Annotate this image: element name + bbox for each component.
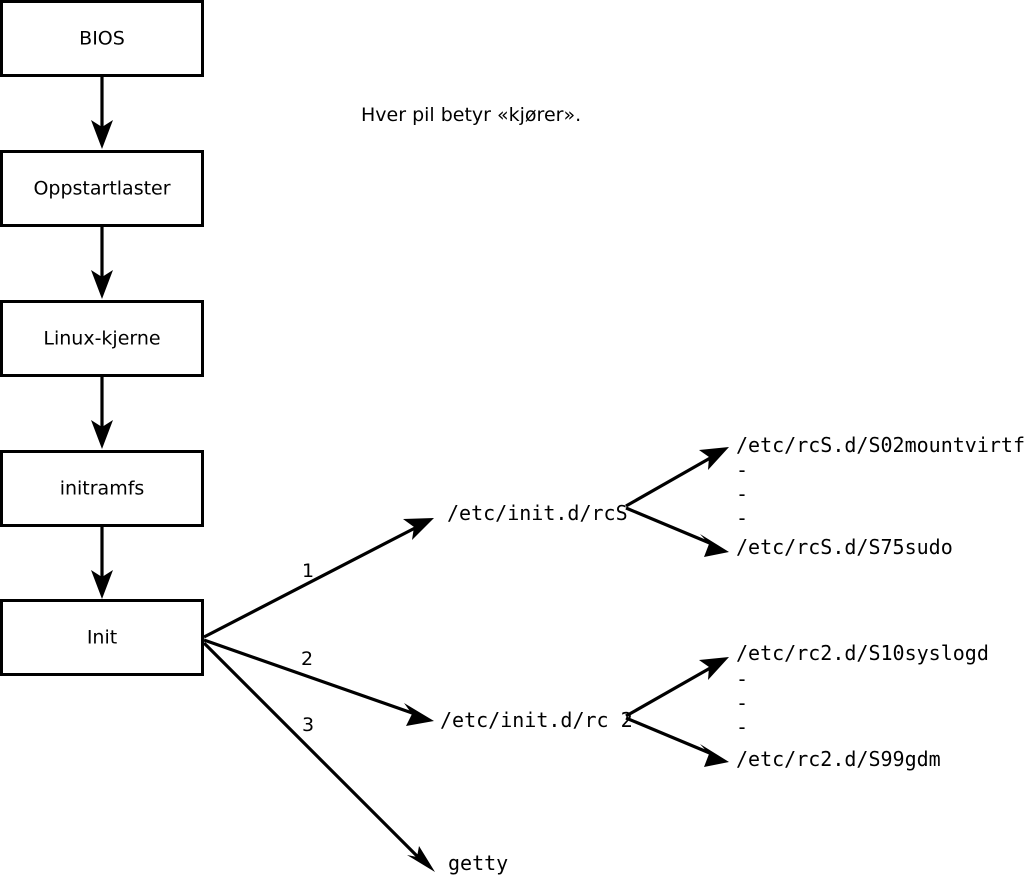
node-init-label: Init <box>87 627 117 649</box>
edge-init-to-rc2: 2 <box>203 638 434 726</box>
label-rcs-script-first: /etc/rcS.d/S02mountvirtfs <box>736 433 1024 457</box>
node-bios-box[interactable] <box>0 0 204 77</box>
edge-oppstartlaster-to-linux-kjerne-arrowhead <box>91 270 113 299</box>
edge-init-to-rc2-line <box>203 638 416 716</box>
edge-init-to-rc2-number: 2 <box>301 648 313 670</box>
node-initramfs-label: initramfs <box>60 478 145 500</box>
edge-initramfs-to-init <box>91 526 113 599</box>
node-initramfs[interactable]: initramfs <box>0 450 204 527</box>
edge-linux-kjerne-to-initramfs <box>91 376 113 449</box>
edge-rcs-to-s02mountvirtfs-arrowhead <box>699 447 729 470</box>
rcs-fanout-group: /etc/rcS.d/S02mountvirtfs - - - /etc/rcS… <box>625 433 1024 559</box>
node-linux-kjerne[interactable]: Linux-kjerne <box>0 300 204 377</box>
label-rc2-ellipsis-2: - <box>736 691 748 715</box>
label-init-d-rcs: /etc/init.d/rcS <box>447 501 628 525</box>
edge-rcs-to-s75sudo-line <box>625 506 713 546</box>
node-linux-kjerne-box[interactable] <box>0 300 204 377</box>
edge-init-to-getty-arrowhead <box>407 846 435 872</box>
label-rcs-ellipsis-3: - <box>736 506 748 530</box>
edge-init-to-getty: 3 <box>202 641 435 872</box>
edge-init-to-getty-number: 3 <box>302 714 314 736</box>
edge-rcs-to-s02mountvirtfs <box>625 447 729 508</box>
edge-init-to-rcs-line <box>203 525 418 639</box>
label-rc2-ellipsis-3: - <box>736 715 748 739</box>
edge-rc2-to-s99gdm-line <box>625 716 713 756</box>
init-fanout-group: 1 2 3 /etc/init.d/rcS /etc/init.d/rc 2 g… <box>202 501 633 875</box>
rc2-fanout-group: /etc/rc2.d/S10syslogd - - - /etc/rc2.d/S… <box>625 641 989 771</box>
edge-initramfs-to-init-arrowhead <box>91 570 113 599</box>
boot-chain-group: BIOS Oppstartlaster Linux-kjerne <box>0 0 204 676</box>
edge-oppstartlaster-to-linux-kjerne <box>91 226 113 299</box>
edge-rc2-to-s99gdm <box>625 716 729 767</box>
node-bios[interactable]: BIOS <box>0 0 204 77</box>
edge-rc2-to-s10syslogd-arrowhead <box>699 657 729 680</box>
node-initramfs-box[interactable] <box>0 450 204 527</box>
label-rcs-ellipsis-2: - <box>736 482 748 506</box>
label-rcs-script-last: /etc/rcS.d/S75sudo <box>736 535 953 559</box>
edge-rcs-to-s75sudo <box>625 506 729 557</box>
label-getty: getty <box>448 851 508 875</box>
node-linux-kjerne-label: Linux-kjerne <box>43 328 160 350</box>
edge-bios-to-oppstartlaster <box>91 76 113 149</box>
edge-init-to-getty-line <box>202 641 420 859</box>
edge-rcs-to-s75sudo-arrowhead <box>700 534 729 557</box>
label-rc2-script-first: /etc/rc2.d/S10syslogd <box>736 641 989 665</box>
node-bios-label: BIOS <box>79 28 125 50</box>
node-init[interactable]: Init <box>0 599 204 676</box>
edge-init-to-rcs-number: 1 <box>302 560 314 582</box>
node-init-box[interactable] <box>0 599 204 676</box>
edge-init-to-rcs: 1 <box>203 518 434 639</box>
edge-init-to-rc2-arrowhead <box>404 703 434 726</box>
edge-bios-to-oppstartlaster-arrowhead <box>91 120 113 149</box>
label-rcs-ellipsis-1: - <box>736 458 748 482</box>
node-oppstartlaster-label: Oppstartlaster <box>33 178 170 200</box>
caption-label: Hver pil betyr «kjører». <box>361 104 581 126</box>
edge-rc2-to-s10syslogd <box>625 657 729 718</box>
node-oppstartlaster-box[interactable] <box>0 150 204 227</box>
edge-rc2-to-s99gdm-arrowhead <box>700 744 729 767</box>
label-rc2-script-last: /etc/rc2.d/S99gdm <box>736 747 941 771</box>
edge-init-to-rcs-arrowhead <box>403 518 434 540</box>
edge-rc2-to-s10syslogd-line <box>625 665 713 718</box>
label-init-d-rc2: /etc/init.d/rc 2 <box>440 708 633 732</box>
edge-linux-kjerne-to-initramfs-arrowhead <box>91 420 113 449</box>
edge-rcs-to-s02mountvirtfs-line <box>625 455 713 508</box>
node-oppstartlaster[interactable]: Oppstartlaster <box>0 150 204 227</box>
label-rc2-ellipsis-1: - <box>736 667 748 691</box>
